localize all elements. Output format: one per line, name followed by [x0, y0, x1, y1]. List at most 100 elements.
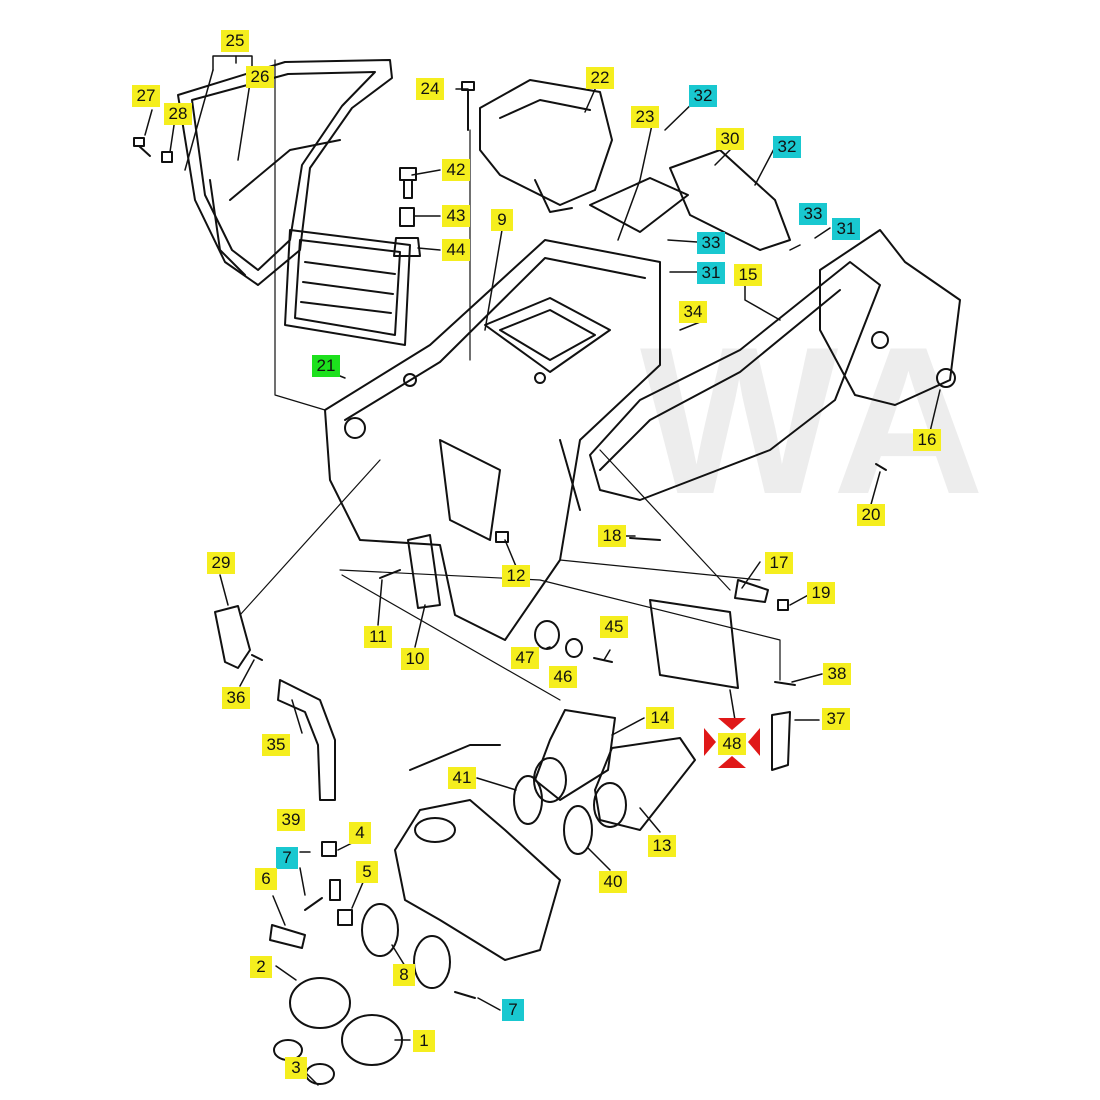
callout-30: 30 — [716, 128, 744, 150]
callout-43: 43 — [442, 205, 470, 227]
callout-31: 31 — [832, 218, 860, 240]
callout-4: 4 — [349, 822, 371, 844]
clamp-40 — [563, 805, 593, 855]
collar-43 — [399, 207, 415, 227]
callout-37: 37 — [822, 708, 850, 730]
callout-11: 11 — [364, 626, 392, 648]
callout-40: 40 — [599, 871, 627, 893]
callout-32: 32 — [773, 136, 801, 158]
callout-17: 17 — [765, 552, 793, 574]
breather-hose-35 — [277, 679, 336, 801]
callout-47: 47 — [511, 647, 539, 669]
callout-12: 12 — [502, 565, 530, 587]
callout-38: 38 — [823, 663, 851, 685]
grommet-47 — [534, 620, 560, 650]
callout-36: 36 — [222, 687, 250, 709]
callout-21: 21 — [312, 355, 340, 377]
clamp-8a — [361, 903, 399, 957]
callout-48: 48 — [718, 733, 746, 755]
callout-19: 19 — [807, 582, 835, 604]
callout-33: 33 — [799, 203, 827, 225]
clip-36 — [251, 654, 263, 661]
leader-lines — [144, 55, 941, 1086]
callout-29: 29 — [207, 552, 235, 574]
side-cover — [819, 229, 961, 406]
callout-15: 15 — [734, 264, 762, 286]
callout-28: 28 — [164, 103, 192, 125]
callout-5: 5 — [356, 861, 378, 883]
screw-20 — [875, 463, 887, 471]
callout-41: 41 — [448, 767, 476, 789]
callout-39: 39 — [277, 809, 305, 831]
callout-22: 22 — [586, 67, 614, 89]
screw-24 — [461, 81, 475, 131]
bolt-42 — [399, 167, 417, 199]
callout-44: 44 — [442, 239, 470, 261]
carb-joint-2 — [289, 977, 351, 1029]
carb-joint-1 — [341, 1014, 403, 1066]
carburetor-assembly — [394, 744, 561, 961]
nut-19 — [777, 599, 789, 611]
collar-46 — [565, 638, 583, 658]
callout-34: 34 — [679, 301, 707, 323]
callout-32: 32 — [689, 85, 717, 107]
callout-33: 33 — [697, 232, 725, 254]
screw-7a — [304, 897, 323, 911]
callout-27: 27 — [132, 85, 160, 107]
grommet-44 — [393, 237, 421, 257]
callout-18: 18 — [598, 525, 626, 547]
callout-46: 46 — [549, 666, 577, 688]
cover-plate-48 — [649, 599, 739, 689]
nut-28 — [161, 151, 173, 163]
callout-7: 7 — [502, 999, 524, 1021]
callout-31: 31 — [697, 262, 725, 284]
screw-18 — [629, 537, 661, 541]
callout-1: 1 — [413, 1030, 435, 1052]
intake-duct — [589, 261, 881, 501]
clip-38 — [774, 681, 796, 686]
callout-20: 20 — [857, 504, 885, 526]
breather-joint-29 — [214, 605, 251, 669]
callout-24: 24 — [416, 78, 444, 100]
callout-16: 16 — [913, 429, 941, 451]
callout-8: 8 — [393, 964, 415, 986]
bolt-45 — [593, 657, 613, 663]
airbox-cover — [177, 59, 393, 286]
bracket-6 — [269, 924, 306, 949]
screw-7b — [454, 991, 476, 999]
callout-23: 23 — [631, 106, 659, 128]
cap-37 — [771, 711, 791, 771]
screw-27 — [133, 137, 151, 157]
joint-14 — [533, 709, 616, 803]
callout-13: 13 — [648, 835, 676, 857]
intake-cover — [479, 79, 613, 213]
cap-39 — [321, 841, 337, 857]
callout-9: 9 — [491, 209, 513, 231]
callout-6: 6 — [255, 868, 277, 890]
callout-2: 2 — [250, 956, 272, 978]
gasket-23 — [589, 177, 689, 233]
highlight-marker-icon — [704, 718, 760, 768]
joint-13 — [593, 737, 696, 831]
callout-42: 42 — [442, 159, 470, 181]
airbox-body — [324, 239, 661, 641]
screw-11 — [379, 569, 401, 579]
callout-14: 14 — [646, 707, 674, 729]
air-filter-element — [284, 229, 411, 346]
bracket-10 — [407, 534, 441, 609]
o-ring-3b — [305, 1063, 335, 1085]
callout-35: 35 — [262, 734, 290, 756]
callout-10: 10 — [401, 648, 429, 670]
clamp-41 — [513, 775, 543, 825]
bracket-17 — [734, 579, 769, 603]
clip-12 — [495, 531, 509, 543]
callout-25: 25 — [221, 30, 249, 52]
joint-5 — [337, 909, 353, 926]
watermark-text: WA — [640, 303, 991, 538]
callout-3: 3 — [285, 1057, 307, 1079]
cap-4 — [329, 879, 341, 901]
callout-7: 7 — [276, 847, 298, 869]
callout-26: 26 — [246, 66, 274, 88]
bracket-30 — [669, 149, 791, 251]
